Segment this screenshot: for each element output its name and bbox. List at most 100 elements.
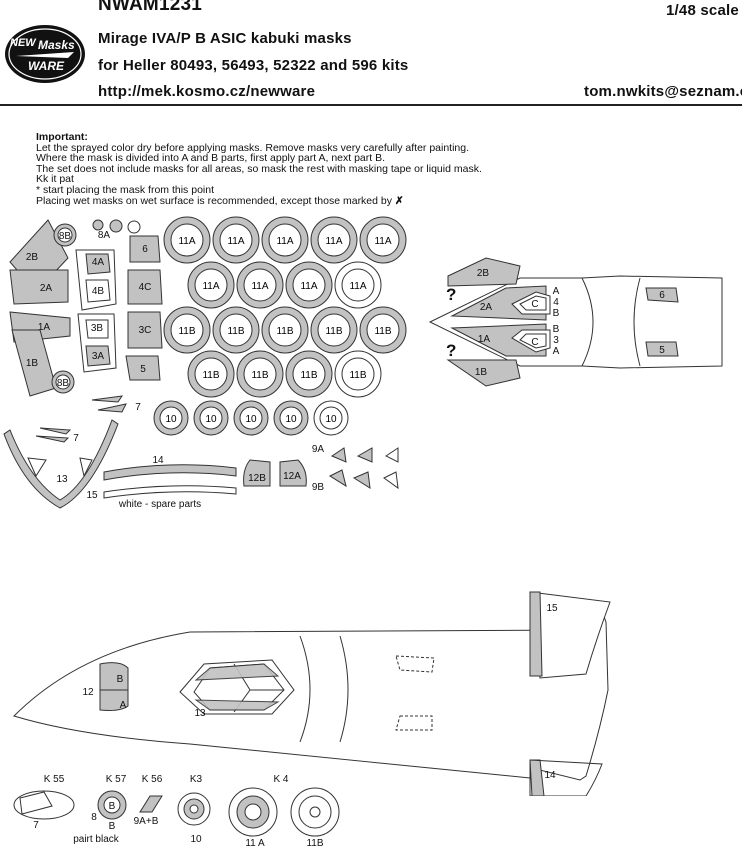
scale-label: 1/48 scale (666, 2, 739, 19)
label-1A: 1A (478, 334, 491, 345)
label-14: 14 (544, 770, 556, 781)
kit-part-8: 8 (91, 812, 97, 823)
label-3A: 3A (92, 351, 105, 362)
wheel-label: 11B (325, 326, 342, 337)
kit-code-k56: K 56 (142, 774, 163, 785)
kit-part-11A: 11 A (245, 838, 265, 849)
label-1B: 1B (26, 358, 39, 369)
kit-part-7: 7 (33, 820, 39, 831)
email-link[interactable]: tom.nwkits@seznam.cz (584, 83, 742, 100)
label-1B: 1B (475, 367, 488, 378)
wheel-mask: 11B (310, 306, 358, 354)
label-7b: 7 (73, 433, 79, 444)
wheel-label: 11A (251, 281, 268, 292)
kit-note-pairt-black: pairt black (73, 834, 120, 845)
instruction-line: Where the mask is divided into A and B p… (36, 152, 386, 165)
wheel-label: 11A (374, 236, 391, 247)
wheel-mask: 11B (334, 350, 382, 398)
wheel-label: 11B (349, 370, 366, 381)
canopy-mask-6 (645, 287, 679, 303)
mask-14 (103, 464, 237, 481)
kit-code-k3: K3 (190, 774, 203, 785)
wheel-label: 10 (205, 414, 217, 425)
wheel-label: 11B (178, 326, 195, 337)
wheel-mask: 10 (273, 400, 309, 436)
mask-4A (85, 253, 111, 275)
fuselage-side-view: 12 B A 13 15 14 (13, 591, 611, 796)
kit-code-k55: K 55 (44, 774, 65, 785)
kit-code-k4: K 4 (273, 774, 288, 785)
label-3C: 3C (139, 325, 152, 336)
mask-3A (85, 345, 111, 367)
mask-3B (85, 319, 109, 339)
mask-4C (127, 269, 163, 305)
no-wet-icon: ✗ (394, 194, 404, 207)
label-B: B (553, 308, 560, 319)
kit-part-11B: 11B (306, 838, 323, 849)
instruction-line: Let the sprayed color dry before applyin… (36, 141, 470, 154)
wheel-mask: 11A (334, 261, 382, 309)
wheel-label: 11A (227, 236, 244, 247)
label-4B: 4B (92, 286, 105, 297)
label-4C: 4C (139, 282, 152, 293)
wheel-label: 11A (276, 236, 293, 247)
header-divider (0, 104, 742, 106)
wheel-mask: 11B (261, 306, 309, 354)
label-6: 6 (142, 244, 148, 255)
wheel-mask: 10 (193, 400, 229, 436)
mask-13-frame (3, 419, 119, 509)
kit-part-8-sub: B (109, 801, 116, 812)
wheel-label: 11B (300, 370, 317, 381)
wheel-label: 10 (245, 414, 257, 425)
instruction-line: Placing wet masks on wet surface is reco… (36, 194, 404, 207)
wheel-label: 11B (251, 370, 268, 381)
mask-12B (243, 459, 271, 487)
instruction-line: Kk it pat (36, 173, 74, 186)
website-link[interactable]: http://mek.kosmo.cz/newware (98, 83, 316, 100)
kit-part-9AB: 9A+B (134, 816, 159, 827)
mask-15 (103, 485, 237, 499)
wheel-mask: 11A (310, 216, 358, 264)
mask-4A-4B-frame (75, 249, 117, 311)
label-4: 4 (553, 297, 559, 308)
label-13: 13 (194, 708, 206, 719)
wheel-label: 10 (165, 414, 177, 425)
wheel-label: 11A (178, 236, 195, 247)
wheel-mask: 11B (212, 306, 260, 354)
label-15: 15 (86, 490, 98, 501)
label-B: B (117, 674, 124, 685)
wheel-mask: 10 (233, 400, 269, 436)
mask-5 (125, 355, 161, 381)
kit-code-k57: K 57 (106, 774, 127, 785)
instructions-block: Important: Let the sprayed color dry bef… (36, 132, 506, 206)
wheel-mask: 11A (163, 216, 211, 264)
product-code: NWAM1231 (98, 0, 203, 15)
canopy-mask-2B (447, 257, 521, 287)
wheel-label: 11A (325, 236, 342, 247)
label-8B: 8B (59, 231, 72, 242)
label-3: 3 (553, 335, 559, 346)
label-3B: 3B (91, 323, 104, 334)
wheel-mask: 11A (285, 261, 333, 309)
label-2A: 2A (40, 283, 53, 294)
mask-3-frame (77, 313, 117, 373)
label-9A: 9A (312, 444, 325, 455)
label-2B: 2B (26, 252, 39, 263)
kit-references: K 55 7 K 57 8 B B pairt black K 56 9A+B … (13, 774, 340, 849)
mask-4B (85, 279, 111, 303)
mask-2A (9, 269, 69, 305)
instruction-line: The set does not include masks for all a… (36, 162, 482, 175)
canopy-mask-C-top (511, 291, 551, 315)
label-2B: 2B (477, 268, 490, 279)
mask-12A (279, 459, 307, 487)
logo-ware-text: WARE (28, 59, 65, 73)
wheel-mask: 11B (187, 350, 235, 398)
product-title: Mirage IVA/P B ASIC kabuki masks (98, 30, 352, 47)
wheel-label: 11B (227, 326, 244, 337)
label-5: 5 (140, 364, 146, 375)
mask-6 (129, 235, 161, 263)
wheel-label: 11B (202, 370, 219, 381)
logo-new-text: NEW (10, 37, 37, 49)
wheel-mask: 11B (236, 350, 284, 398)
instructions-title: Important: (36, 131, 88, 143)
